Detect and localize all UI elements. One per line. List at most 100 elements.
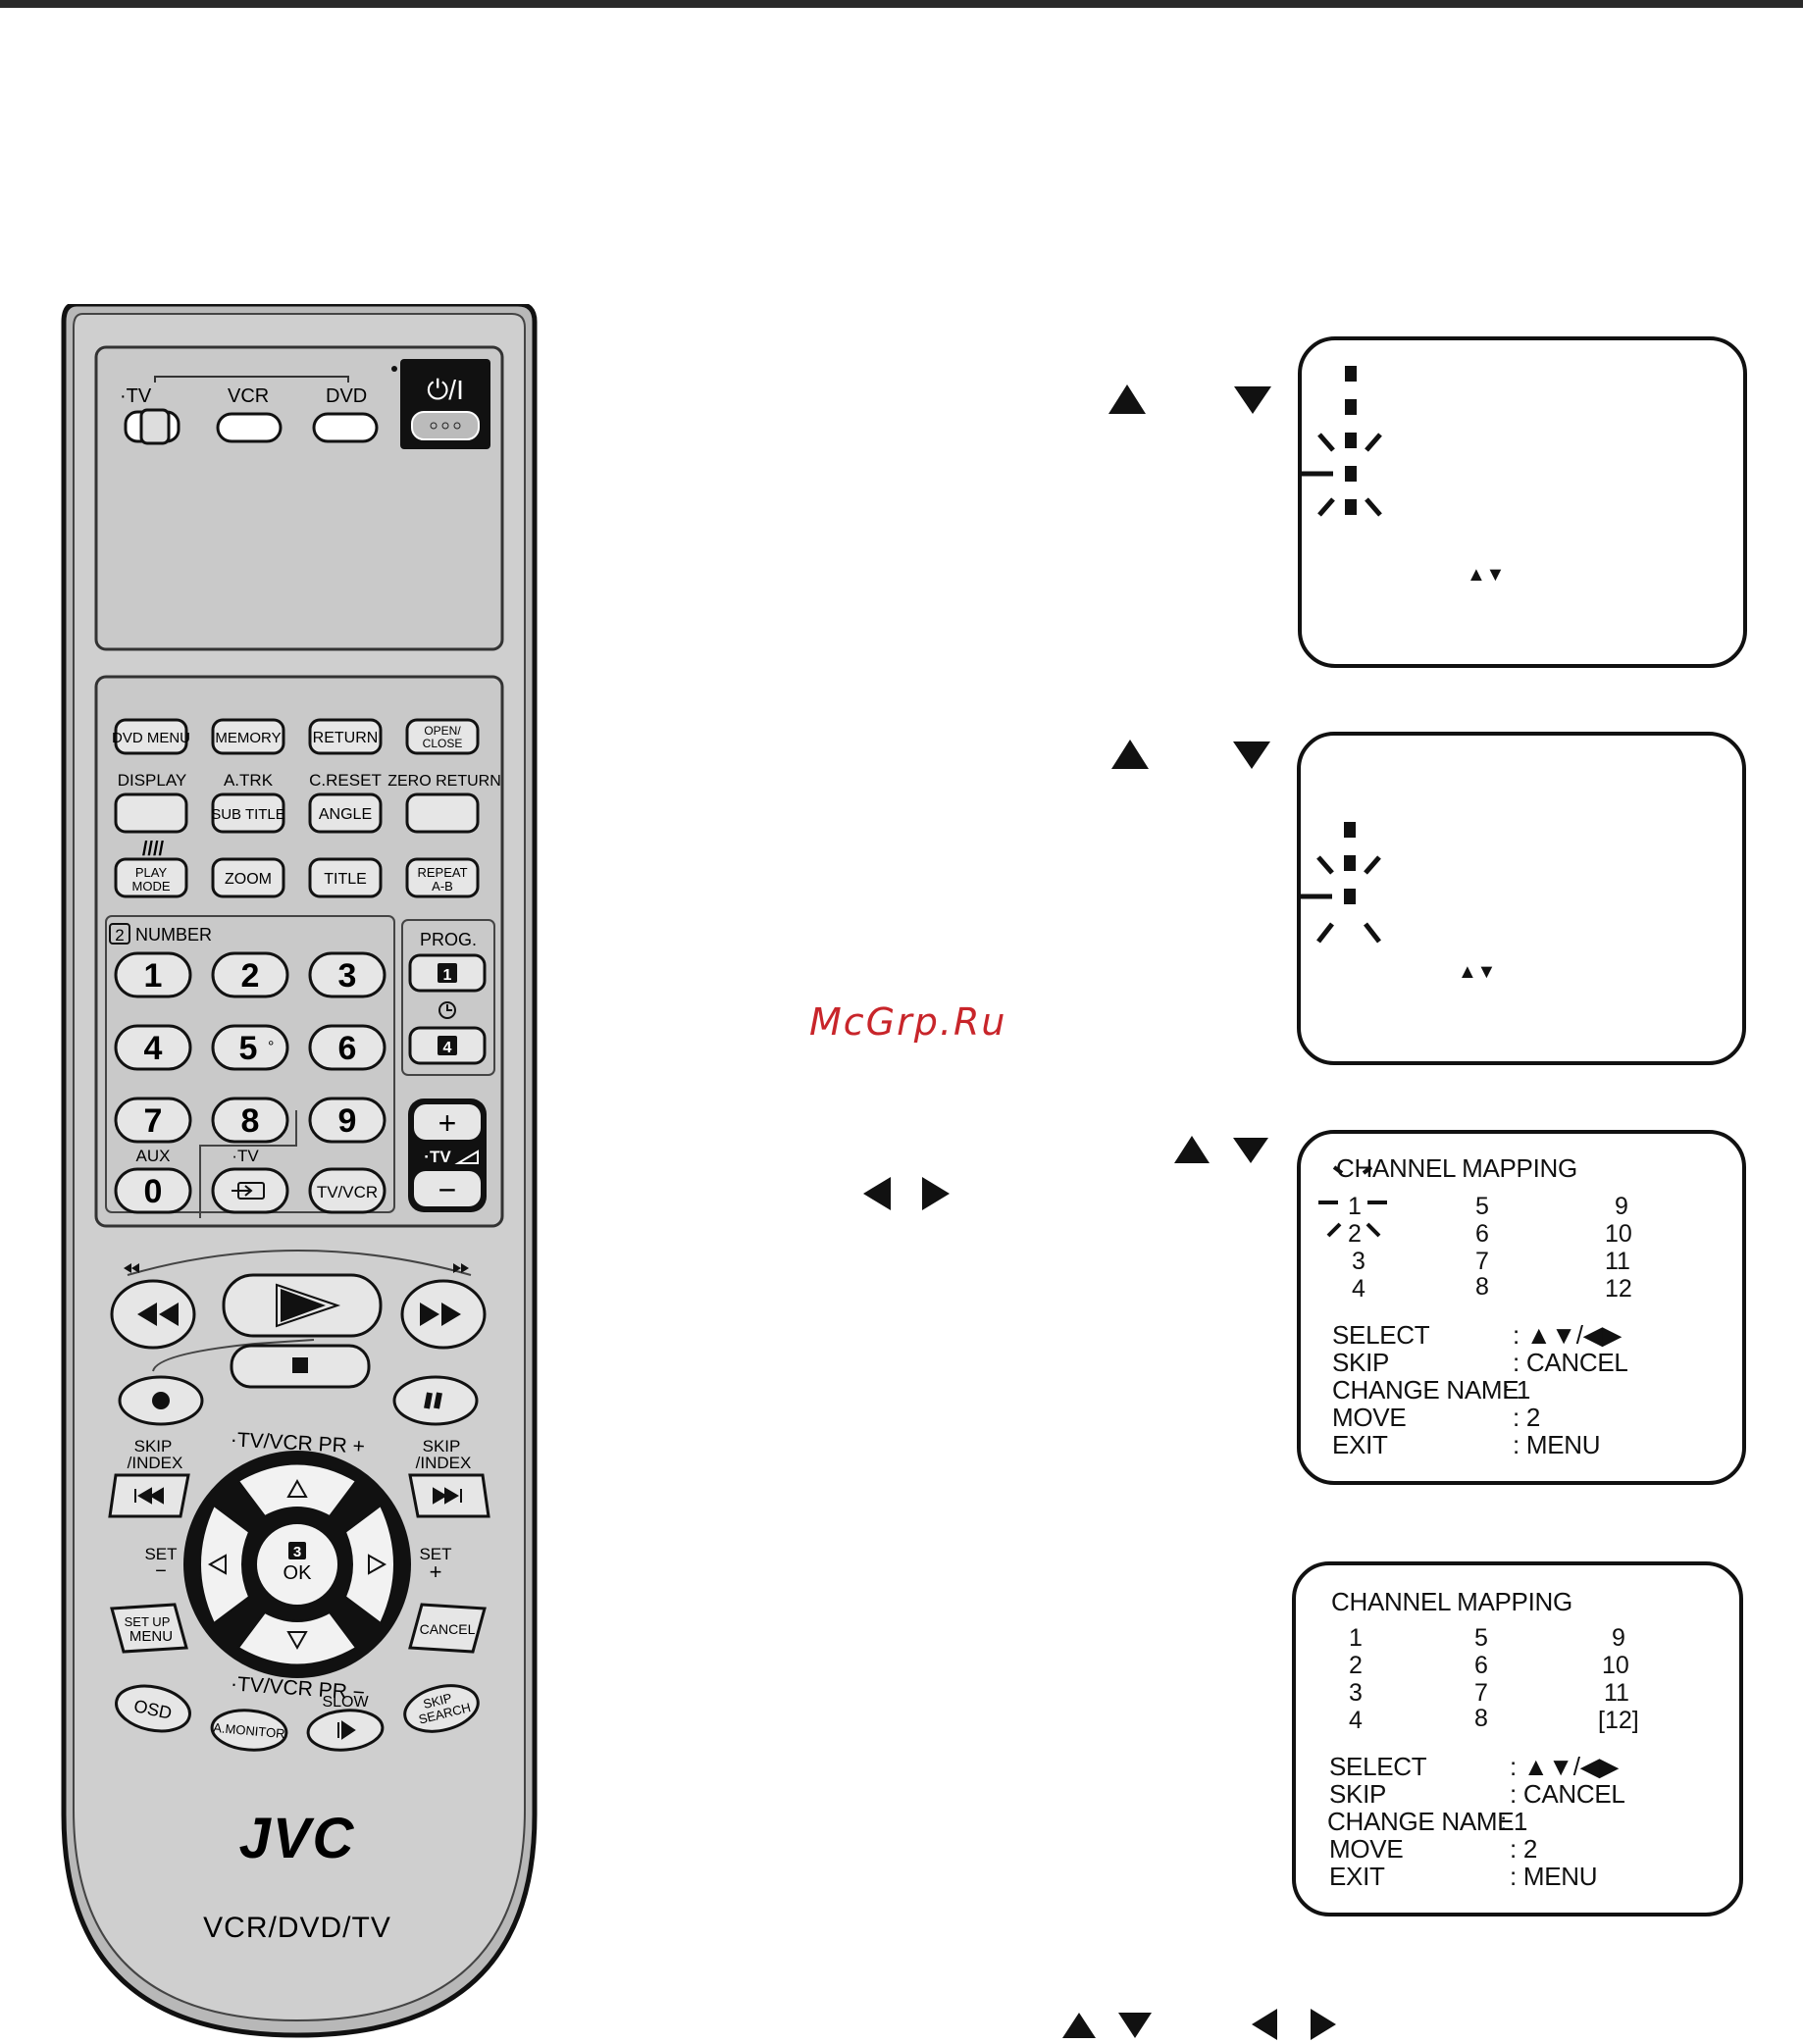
- title-button[interactable]: TITLE: [308, 857, 383, 898]
- digit-4-button[interactable]: 4: [114, 1024, 192, 1071]
- svg-text:ANGLE: ANGLE: [319, 806, 372, 823]
- skip-index-right-label-2: /INDEX: [416, 1454, 472, 1472]
- nav-up-button[interactable]: [236, 1462, 358, 1518]
- screen3-cell-12: 12: [1605, 1275, 1632, 1303]
- step3-right-arrow-icon: [922, 1177, 950, 1210]
- digit-0-button[interactable]: 0: [114, 1167, 192, 1214]
- zoom-button[interactable]: ZOOM: [211, 857, 285, 898]
- amonitor-button[interactable]: A.MONITOR: [210, 1708, 288, 1753]
- svg-text:CLOSE: CLOSE: [423, 737, 463, 750]
- screen4-value-skip: : CANCEL: [1510, 1779, 1625, 1809]
- return-button[interactable]: RETURN: [308, 718, 383, 755]
- screen4-cell-12-selected: [12]: [1598, 1707, 1639, 1734]
- skip-forward-button[interactable]: [408, 1473, 490, 1518]
- angle-button[interactable]: ANGLE: [308, 792, 383, 834]
- screen2-cursor-marks: [1301, 822, 1381, 944]
- clock-icon: [438, 1001, 456, 1019]
- zero-return-button[interactable]: [405, 792, 480, 834]
- digit-8-button[interactable]: 8: [211, 1097, 289, 1144]
- rewind-button[interactable]: [110, 1279, 196, 1350]
- digit-7-button[interactable]: 7: [114, 1097, 192, 1144]
- screen4-legend-move: MOVE: [1329, 1834, 1404, 1864]
- digit-2-button[interactable]: 2: [211, 951, 289, 998]
- digit-3-button[interactable]: 3: [308, 951, 386, 998]
- dvd-menu-button[interactable]: DVD MENU: [112, 718, 190, 755]
- svg-text:·TV: ·TV: [424, 1148, 451, 1166]
- stop-button[interactable]: [230, 1344, 371, 1389]
- tvvcr-button[interactable]: TV/VCR: [308, 1167, 386, 1214]
- memory-button[interactable]: MEMORY: [211, 718, 285, 755]
- step1-down-arrow-icon: [1234, 386, 1271, 414]
- skip-back-button[interactable]: [108, 1473, 190, 1518]
- svg-text:MENU: MENU: [129, 1628, 173, 1645]
- svg-text:6: 6: [338, 1030, 357, 1067]
- screen1-cursor-marks: [1302, 366, 1382, 517]
- remote-control: ·TV VCR DVD ⏻/I DVD MENU MEMORY RETURN O…: [61, 304, 538, 2038]
- screen3-legend-select: SELECT: [1332, 1320, 1430, 1350]
- svg-text:DVD MENU: DVD MENU: [112, 730, 190, 746]
- mode-dvd-button[interactable]: [312, 412, 379, 443]
- digit-1-button[interactable]: 1: [114, 951, 192, 998]
- power-button[interactable]: ⏻/I: [400, 359, 490, 449]
- mode-vcr-button[interactable]: [216, 412, 283, 443]
- osd-screen-2: ▲▼: [1297, 732, 1746, 1065]
- screen2-updown-hint: ▲▼: [1458, 961, 1496, 983]
- nav-down-button[interactable]: [236, 1610, 358, 1666]
- digit-6-button[interactable]: 6: [308, 1024, 386, 1071]
- open-close-button[interactable]: OPEN/CLOSE: [405, 718, 480, 755]
- osd-button[interactable]: OSD: [112, 1680, 193, 1738]
- nav-left-button[interactable]: [199, 1504, 251, 1625]
- record-button[interactable]: [118, 1375, 204, 1426]
- screen3-title: CHANNEL MAPPING: [1336, 1153, 1577, 1183]
- cancel-button[interactable]: CANCEL: [408, 1603, 487, 1654]
- svg-text:SUB TITLE: SUB TITLE: [211, 806, 285, 823]
- play-button[interactable]: [222, 1273, 383, 1338]
- screen3-cell-9: 9: [1615, 1193, 1628, 1220]
- svg-text:+: +: [438, 1105, 457, 1141]
- digit-9-button[interactable]: 9: [308, 1097, 386, 1144]
- display-button[interactable]: [114, 792, 188, 834]
- screen3-cell-11: 11: [1605, 1248, 1630, 1275]
- pause-button[interactable]: [392, 1375, 479, 1426]
- atrk-label: A.TRK: [224, 771, 274, 790]
- screen4-title: CHANNEL MAPPING: [1331, 1587, 1572, 1616]
- screen3-value-exit: : MENU: [1513, 1430, 1601, 1459]
- mode-slider-tv[interactable]: [124, 408, 180, 445]
- digit-5-button[interactable]: 5°: [211, 1024, 289, 1071]
- play-mode-marks: ////: [142, 839, 165, 860]
- screen4-value-change-name: : 1: [1500, 1807, 1528, 1836]
- screen4-cell-5: 5: [1474, 1624, 1488, 1652]
- slow-button[interactable]: [306, 1708, 385, 1753]
- screen4-cell-9: 9: [1612, 1624, 1625, 1652]
- svg-text:OPEN/: OPEN/: [424, 724, 461, 738]
- prog-1-button[interactable]: 1: [408, 953, 487, 993]
- subtitle-button[interactable]: SUB TITLE: [211, 792, 285, 834]
- osd-screen-4: CHANNEL MAPPING 1 2 3 4 5 6 7 8 9 10 11 …: [1292, 1561, 1743, 1916]
- nav-right-button[interactable]: [343, 1504, 395, 1625]
- set-minus-sign: −: [155, 1560, 167, 1582]
- svg-text:4: 4: [443, 1040, 452, 1056]
- svg-text:SET UP: SET UP: [125, 1614, 171, 1629]
- fast-forward-button[interactable]: [400, 1279, 487, 1350]
- input-button[interactable]: [211, 1167, 289, 1214]
- model-label: VCR/DVD/TV: [203, 1912, 391, 1944]
- set-plus-label: SET: [419, 1545, 451, 1563]
- top-rule: [0, 0, 1803, 8]
- ok-button[interactable]: 3OK: [255, 1522, 339, 1607]
- tv-volume-rocker[interactable]: + ·TV −: [408, 1099, 487, 1212]
- screen4-cell-10: 10: [1602, 1652, 1629, 1679]
- zero-return-label: ZERO RETURN: [387, 773, 501, 790]
- screen3-legend-change-name: CHANGE NAME: [1332, 1375, 1520, 1405]
- step5-up-arrow-icon: [1062, 2013, 1096, 2038]
- mode-vcr-label: VCR: [228, 385, 269, 407]
- screen4-cell-8: 8: [1474, 1705, 1488, 1732]
- osd-screen-1: ▲▼: [1298, 336, 1747, 668]
- prog-4-button[interactable]: 4: [408, 1026, 487, 1065]
- svg-text:°: °: [268, 1039, 274, 1055]
- svg-text:CANCEL: CANCEL: [420, 1621, 476, 1637]
- svg-text:5: 5: [239, 1030, 258, 1067]
